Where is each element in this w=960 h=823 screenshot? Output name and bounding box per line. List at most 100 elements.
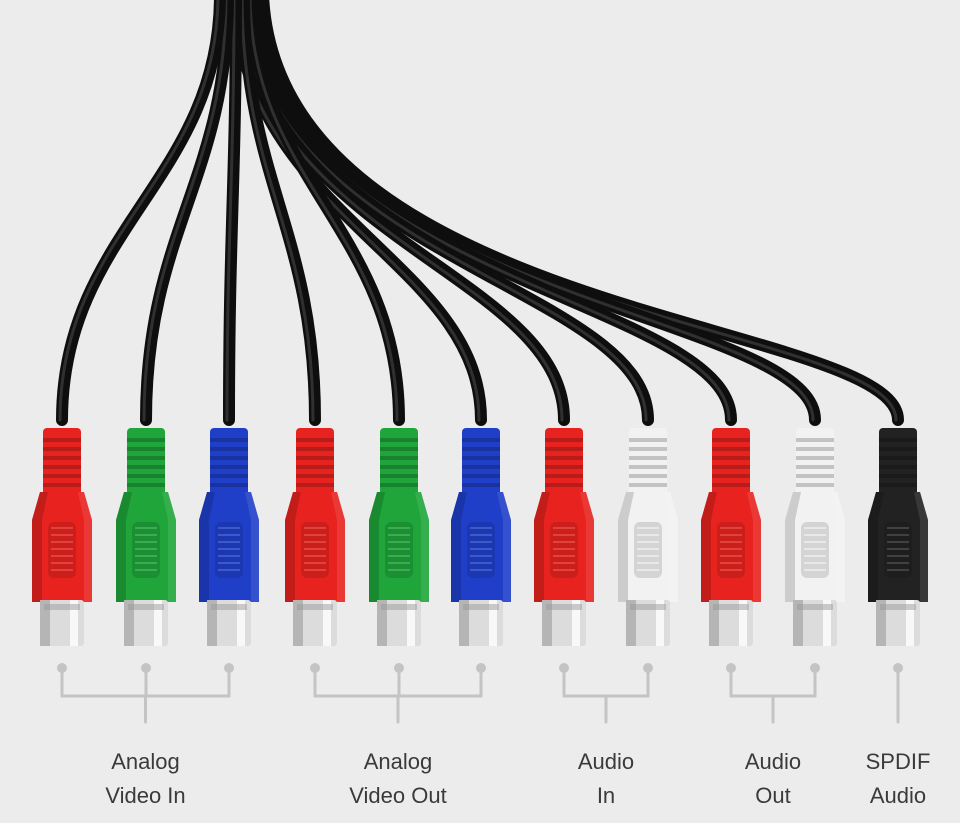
rib	[796, 474, 834, 478]
plug-highlight	[245, 492, 259, 602]
rib	[43, 438, 81, 442]
plug-shadow	[369, 492, 385, 602]
plug-highlight	[415, 492, 429, 602]
grip-line	[304, 562, 326, 564]
plug-body	[285, 492, 345, 602]
grip-line	[553, 569, 575, 571]
grip-line	[51, 555, 73, 557]
grip-line	[135, 555, 157, 557]
grip-line	[720, 548, 742, 550]
plug-body	[534, 492, 594, 602]
grip-line	[470, 541, 492, 543]
rib	[380, 447, 418, 451]
cable-4	[238, 0, 321, 426]
plug-highlight	[331, 492, 345, 602]
grip-line	[51, 541, 73, 543]
metal-ring	[713, 604, 749, 610]
metal-shade	[542, 600, 552, 646]
label-line: In	[596, 783, 616, 808]
rib	[712, 465, 750, 469]
plug-body	[785, 492, 845, 602]
metal-shine	[823, 600, 831, 646]
rib	[462, 465, 500, 469]
metal-shine	[739, 600, 747, 646]
label-analog-video-out: Analog Video Out	[318, 745, 478, 813]
plug-shadow	[618, 492, 634, 602]
rib	[380, 465, 418, 469]
grip-line	[51, 527, 73, 529]
grip-line	[470, 562, 492, 564]
metal-shade	[709, 600, 719, 646]
grip-line	[51, 569, 73, 571]
grip-line	[470, 548, 492, 550]
grip-line	[470, 527, 492, 529]
cable-8	[239, 0, 654, 426]
rib	[545, 465, 583, 469]
grip-line	[804, 569, 826, 571]
rib	[210, 483, 248, 487]
grip-line	[51, 548, 73, 550]
plug-shadow	[534, 492, 550, 602]
grip-line	[553, 541, 575, 543]
rib	[879, 438, 917, 442]
grip-line	[553, 548, 575, 550]
rib	[545, 447, 583, 451]
grip-line	[135, 562, 157, 564]
rib	[127, 447, 165, 451]
grip-line	[388, 527, 410, 529]
label-spdif-audio: SPDIF Audio	[818, 745, 960, 813]
metal-shine	[323, 600, 331, 646]
rib	[545, 456, 583, 460]
plug-body	[618, 492, 678, 602]
grip-line	[804, 534, 826, 536]
metal-shine	[572, 600, 580, 646]
rib	[629, 438, 667, 442]
connector-black-11	[868, 428, 928, 646]
grip-line	[804, 562, 826, 564]
metal-shade	[40, 600, 50, 646]
strain-relief	[296, 428, 334, 496]
metal-shade	[793, 600, 803, 646]
label-audio-in: Audio In	[526, 745, 686, 813]
strain-relief	[796, 428, 834, 496]
cable-highlight-2	[142, 0, 228, 422]
grip-line	[135, 541, 157, 543]
plug-body	[116, 492, 176, 602]
metal-ring	[128, 604, 164, 610]
label-line: Video In	[105, 783, 186, 808]
metal-shade	[377, 600, 387, 646]
rib	[545, 474, 583, 478]
plug-highlight	[664, 492, 678, 602]
connector-white-10	[785, 428, 845, 646]
cable-bundle	[56, 0, 904, 426]
rib	[43, 483, 81, 487]
grip-line	[720, 527, 742, 529]
rib	[879, 474, 917, 478]
strain-relief	[879, 428, 917, 496]
grip-line	[304, 555, 326, 557]
metal-shade	[459, 600, 469, 646]
rib	[796, 438, 834, 442]
grip-line	[218, 569, 240, 571]
rib	[462, 474, 500, 478]
grip-line	[720, 534, 742, 536]
connector-red-9	[701, 428, 761, 646]
grip-line	[637, 562, 659, 564]
cable-highlight-8	[241, 0, 648, 422]
grip-line	[470, 555, 492, 557]
grip-line	[637, 534, 659, 536]
grip-line	[388, 534, 410, 536]
plug-body	[32, 492, 92, 602]
rib	[127, 438, 165, 442]
plug-highlight	[162, 492, 176, 602]
grip-line	[218, 562, 240, 564]
grip-line	[218, 555, 240, 557]
rib	[210, 447, 248, 451]
rib	[210, 456, 248, 460]
rib	[712, 438, 750, 442]
plug-shadow	[701, 492, 717, 602]
strain-relief	[210, 428, 248, 496]
rib	[879, 447, 917, 451]
